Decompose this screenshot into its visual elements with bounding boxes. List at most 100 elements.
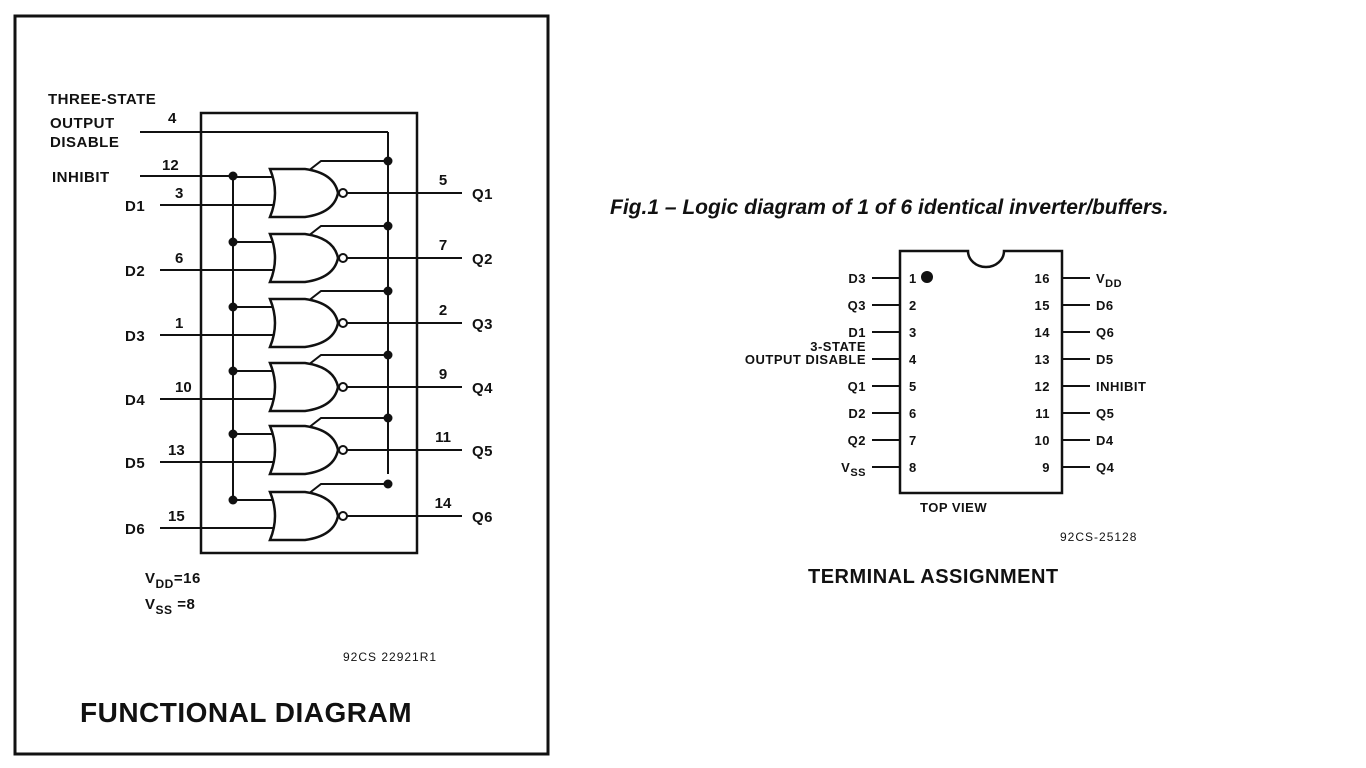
enable-junction-dot-1 [383, 156, 393, 166]
output-label-1: Q1 [472, 186, 493, 203]
right-pin-label-9: Q4 [1096, 460, 1115, 475]
right-pin-label-16: VDD [1096, 271, 1122, 290]
inhibit-tap-dot-5 [228, 429, 238, 439]
functional-diagram-panel: THREE-STATE OUTPUT DISABLE 4 INHIBIT 12 … [13, 14, 550, 756]
nor-gate-6 [268, 490, 340, 542]
control-label-line-2: OUTPUT [50, 115, 115, 132]
data-input-pin-1: 3 [175, 185, 183, 202]
left-pin-number-1: 1 [909, 271, 917, 286]
inverting-bubble-4 [338, 382, 348, 392]
data-input-pin-6: 15 [168, 508, 185, 525]
figure-caption: Fig.1 – Logic diagram of 1 of 6 identica… [610, 196, 1169, 219]
left-pin-number-2: 2 [909, 298, 917, 313]
output-pin-3: 2 [439, 302, 447, 319]
left-pin-number-8: 8 [909, 460, 917, 475]
nor-gate-5 [268, 424, 340, 476]
enable-junction-dot-5 [383, 413, 393, 423]
right-pin-number-11: 11 [1035, 406, 1050, 421]
right-pin-number-12: 12 [1035, 379, 1050, 394]
pin-one-marker-icon [921, 271, 933, 283]
dip-package-outline [898, 249, 1064, 495]
output-pin-5: 11 [435, 429, 451, 446]
inhibit-tap-dot-4 [228, 366, 238, 376]
right-pin-number-16: 16 [1035, 271, 1050, 286]
right-pin-label-13: D5 [1096, 352, 1114, 367]
left-pin-number-5: 5 [909, 379, 917, 394]
output-label-4: Q4 [472, 380, 493, 397]
inverting-bubble-6 [338, 511, 348, 521]
nor-gate-4 [268, 361, 340, 413]
left-pin-number-7: 7 [909, 433, 917, 448]
enable-junction-dot-3 [383, 286, 393, 296]
right-pin-label-10: D4 [1096, 433, 1114, 448]
functional-diagram-title: FUNCTIONAL DIAGRAM [80, 697, 412, 728]
output-label-2: Q2 [472, 251, 493, 268]
data-input-pin-2: 6 [175, 250, 183, 267]
output-pin-1: 5 [439, 172, 447, 189]
control-label-line-3: DISABLE [50, 134, 119, 151]
left-pin-label-4-line-2: OUTPUT DISABLE [745, 352, 866, 367]
enable-junction-dot-6 [383, 479, 393, 489]
nor-gate-3 [268, 297, 340, 349]
right-pin-number-14: 14 [1035, 325, 1051, 340]
left-pin-number-3: 3 [909, 325, 917, 340]
enable-junction-dot-2 [383, 221, 393, 231]
data-input-label-4: D4 [125, 392, 145, 409]
left-pin-label-3: D1 [848, 325, 866, 340]
enable-junction-dot-4 [383, 350, 393, 360]
inhibit-tap-dot-6 [228, 495, 238, 505]
control-pin-number: 4 [168, 110, 177, 127]
right-pin-label-15: D6 [1096, 298, 1114, 313]
left-pin-label-7: Q2 [848, 433, 866, 448]
data-input-label-1: D1 [125, 198, 145, 215]
chip-body [199, 111, 419, 555]
right-pin-label-14: Q6 [1096, 325, 1114, 340]
functional-drawing-code: 92CS 22921R1 [343, 650, 437, 664]
data-input-label-5: D5 [125, 455, 145, 472]
inhibit-pin-number: 12 [162, 157, 179, 174]
inverting-bubble-3 [338, 318, 348, 328]
inhibit-tap-dot-2 [228, 237, 238, 247]
left-pin-number-6: 6 [909, 406, 917, 421]
nor-gate-2 [268, 232, 340, 284]
data-input-label-6: D6 [125, 521, 145, 538]
inverting-bubble-5 [338, 445, 348, 455]
right-pin-label-12: INHIBIT [1096, 379, 1146, 394]
data-input-pin-5: 13 [168, 442, 185, 459]
vss-note: VSS =8 [145, 596, 195, 617]
left-pin-label-8: VSS [841, 460, 866, 479]
left-pin-number-4: 4 [909, 352, 917, 367]
left-pin-label-2: Q3 [848, 298, 866, 313]
data-input-label-2: D2 [125, 263, 145, 280]
output-label-6: Q6 [472, 509, 493, 526]
left-pin-label-6: D2 [848, 406, 866, 421]
panel-border [13, 14, 550, 756]
inhibit-label: INHIBIT [52, 169, 110, 186]
data-input-pin-4: 10 [175, 379, 192, 396]
right-pin-label-11: Q5 [1096, 406, 1114, 421]
output-pin-2: 7 [439, 237, 447, 254]
output-label-3: Q3 [472, 316, 493, 333]
right-pin-number-9: 9 [1042, 460, 1050, 475]
nor-gate-1 [268, 167, 340, 219]
output-label-5: Q5 [472, 443, 493, 460]
left-pin-label-5: Q1 [848, 379, 866, 394]
data-input-pin-3: 1 [175, 315, 183, 332]
terminal-drawing-code: 92CS-25128 [1060, 530, 1137, 544]
data-input-label-3: D3 [125, 328, 145, 345]
terminal-assignment-title: TERMINAL ASSIGNMENT [808, 566, 1059, 588]
inverting-bubble-2 [338, 253, 348, 263]
output-pin-4: 9 [439, 366, 447, 383]
inverting-bubble-1 [338, 188, 348, 198]
left-pin-label-1: D3 [848, 271, 866, 286]
left-pin-label-4-line-1: 3-STATE [810, 339, 866, 354]
right-pin-number-13: 13 [1035, 352, 1050, 367]
right-pin-number-10: 10 [1035, 433, 1050, 448]
output-pin-6: 14 [435, 495, 452, 512]
right-pin-number-15: 15 [1035, 298, 1050, 313]
inhibit-tap-dot-3 [228, 302, 238, 312]
vdd-note: VDD=16 [145, 570, 201, 591]
